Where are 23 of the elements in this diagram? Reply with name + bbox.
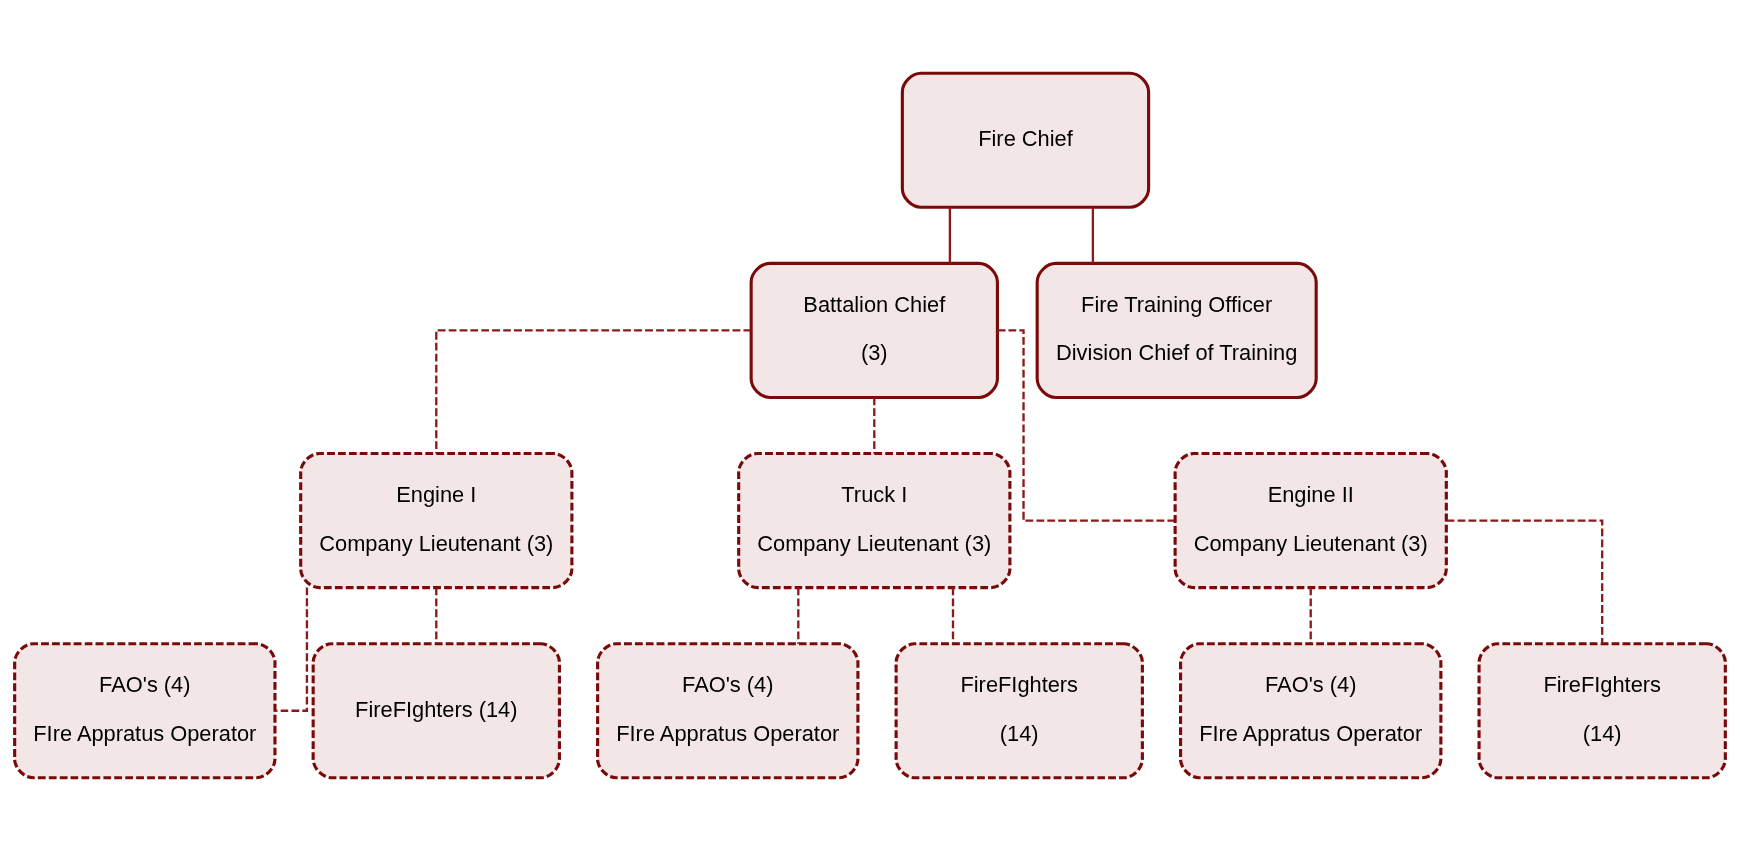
node-box: Engine II Company Lieutenant (3) <box>1173 451 1448 589</box>
node-box: FAO's (4) FIre Appratus Operator <box>1179 641 1443 779</box>
connector <box>1446 518 1604 644</box>
connector <box>997 328 1175 522</box>
connector <box>873 396 876 453</box>
connector <box>275 587 309 712</box>
connector <box>1309 587 1312 644</box>
node-box: Fire Training Officer Division Chief of Training <box>1035 261 1318 399</box>
node-box: Battalion Chief (3) <box>749 261 999 399</box>
connector <box>797 587 800 644</box>
connector <box>1091 206 1095 263</box>
node-box: FireFIghters (14) <box>311 641 561 779</box>
node-box: FireFIghters (14) <box>894 641 1144 779</box>
node-box: Truck I Company Lieutenant (3) <box>737 451 1012 589</box>
node-box: FAO's (4) FIre Appratus Operator <box>596 641 860 779</box>
node-box: FAO's (4) FIre Appratus Operator <box>13 641 277 779</box>
connector <box>948 206 952 263</box>
node-box: Fire Chief <box>900 71 1151 209</box>
connector <box>435 587 438 644</box>
connector <box>951 587 955 644</box>
node-box: Engine I Company Lieutenant (3) <box>299 451 574 589</box>
node-box: FireFIghters (14) <box>1477 641 1727 779</box>
connector <box>435 328 752 454</box>
